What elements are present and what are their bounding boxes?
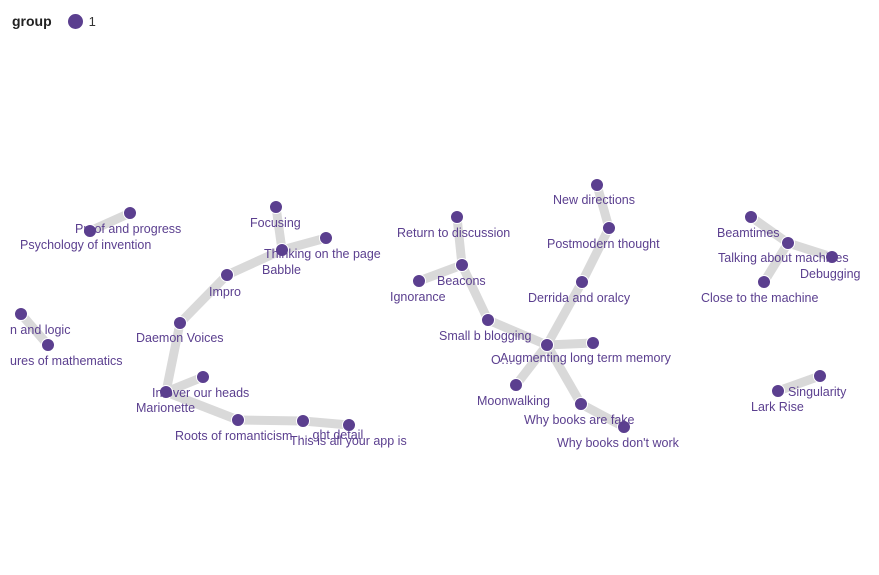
edge-returnd-beacons — [452, 216, 467, 266]
node-label-mathematics: ures of mathematics — [10, 354, 123, 368]
edge-focusing-babble — [271, 206, 287, 251]
node-roots[interactable] — [231, 413, 245, 427]
node-ignorance[interactable] — [412, 274, 426, 288]
edge-beamtimes-talking — [748, 213, 791, 247]
node-label-debugging: Debugging — [800, 267, 861, 281]
node-impro[interactable] — [220, 268, 234, 282]
edge-hub-moonwalk — [512, 342, 551, 388]
node-label-roots: Roots of romanticism — [175, 429, 292, 443]
node-label-hub: O… — [491, 353, 513, 367]
edge-postmodern-derrida — [577, 225, 614, 285]
node-mathematics[interactable] — [41, 338, 55, 352]
edge-talking-closemach — [760, 240, 792, 285]
edge-babble-impro — [225, 245, 284, 280]
node-closemach[interactable] — [757, 275, 771, 289]
node-smallb[interactable] — [481, 313, 495, 327]
node-allapp[interactable] — [296, 414, 310, 428]
node-logic[interactable] — [14, 307, 28, 321]
node-label-marionette: Marionette — [136, 401, 195, 415]
node-label-allapp: This is all your app is — [290, 434, 407, 448]
node-label-thinking: Thinking on the page — [264, 247, 381, 261]
node-newdir[interactable] — [590, 178, 604, 192]
node-label-newdir: New directions — [553, 193, 635, 207]
node-label-booksfake: Why books are fake — [524, 413, 635, 427]
legend-title: group — [12, 13, 52, 29]
edge-roots-allapp — [237, 415, 304, 426]
node-label-logic: n and logic — [10, 323, 70, 337]
node-label-booksdont: Why books don't work — [557, 436, 680, 450]
node-label-beacons: Beacons — [437, 274, 486, 288]
node-label-beamtimes: Beamtimes — [717, 226, 780, 240]
node-label-babble: Babble — [262, 263, 301, 277]
node-label-moonwalk: Moonwalking — [477, 394, 550, 408]
node-label-talking: Talking about machines — [718, 251, 849, 265]
node-debugging[interactable] — [825, 250, 839, 264]
node-label-focusing: Focusing — [250, 216, 301, 230]
legend-entry-label: 1 — [88, 13, 96, 29]
edge-talking-debugging — [786, 238, 834, 262]
node-label-inover: In over our heads — [152, 386, 249, 400]
edge-beacons-smallb — [457, 263, 493, 322]
node-beamtimes[interactable] — [744, 210, 758, 224]
edge-singularity-larkrise — [776, 371, 822, 396]
node-larkrise[interactable] — [771, 384, 785, 398]
edge-daemon-marionette — [161, 322, 185, 393]
node-proof[interactable] — [123, 206, 137, 220]
node-beacons[interactable] — [455, 258, 469, 272]
node-booksdont[interactable] — [617, 420, 631, 434]
edge-derrida-hub — [543, 279, 586, 348]
edge-marionette-roots — [164, 387, 240, 425]
edge-booksfake-booksdont — [578, 400, 627, 431]
node-detail[interactable] — [342, 418, 356, 432]
node-label-detail: …ght detail — [300, 428, 363, 442]
node-label-closemach: Close to the machine — [701, 291, 818, 305]
edge-smallb-hub — [486, 315, 549, 350]
node-label-psych: Psychology of invention — [20, 238, 151, 252]
node-label-augment: Augmenting long term memory — [500, 351, 672, 365]
node-marionette[interactable] — [159, 385, 173, 399]
node-talking[interactable] — [781, 236, 795, 250]
node-thinking[interactable] — [319, 231, 333, 245]
node-label-smallb: Small b blogging — [439, 329, 531, 343]
legend: group 1 — [12, 13, 96, 29]
edge-allapp-detail — [302, 416, 350, 430]
node-label-daemon: Daemon Voices — [136, 331, 224, 345]
node-inover[interactable] — [196, 370, 210, 384]
node-returnd[interactable] — [450, 210, 464, 224]
node-hub[interactable] — [540, 338, 554, 352]
node-singularity[interactable] — [813, 369, 827, 383]
node-babble[interactable] — [275, 243, 289, 257]
legend-swatch[interactable] — [67, 13, 83, 29]
node-postmodern[interactable] — [602, 221, 616, 235]
nodes-layer — [14, 178, 839, 434]
edge-newdir-postmodern — [592, 183, 614, 230]
node-augment[interactable] — [586, 336, 600, 350]
node-label-larkrise: Lark Rise — [751, 400, 804, 414]
node-label-ignorance: Ignorance — [390, 290, 446, 304]
node-daemon[interactable] — [173, 316, 187, 330]
node-derrida[interactable] — [575, 275, 589, 289]
edge-beacons-ignorance — [417, 260, 464, 286]
edge-hub-augment — [546, 338, 594, 350]
node-label-returnd: Return to discussion — [397, 226, 510, 240]
node-label-postmodern: Postmodern thought — [547, 237, 660, 251]
node-label-derrida: Derrida and oralcy — [528, 291, 631, 305]
node-booksfake[interactable] — [574, 397, 588, 411]
node-moonwalk[interactable] — [509, 378, 523, 392]
edge-proof-psych — [88, 208, 132, 236]
node-label-proof: Proof and progress — [75, 222, 181, 236]
node-focusing[interactable] — [269, 200, 283, 214]
node-psych[interactable] — [83, 224, 97, 238]
edge-thinking-babble — [280, 233, 328, 255]
edge-hub-booksfake — [543, 342, 585, 407]
node-label-impro: Impro — [209, 285, 241, 299]
node-label-singularity: Singularity — [788, 385, 847, 399]
edge-impro-daemon — [176, 271, 231, 327]
